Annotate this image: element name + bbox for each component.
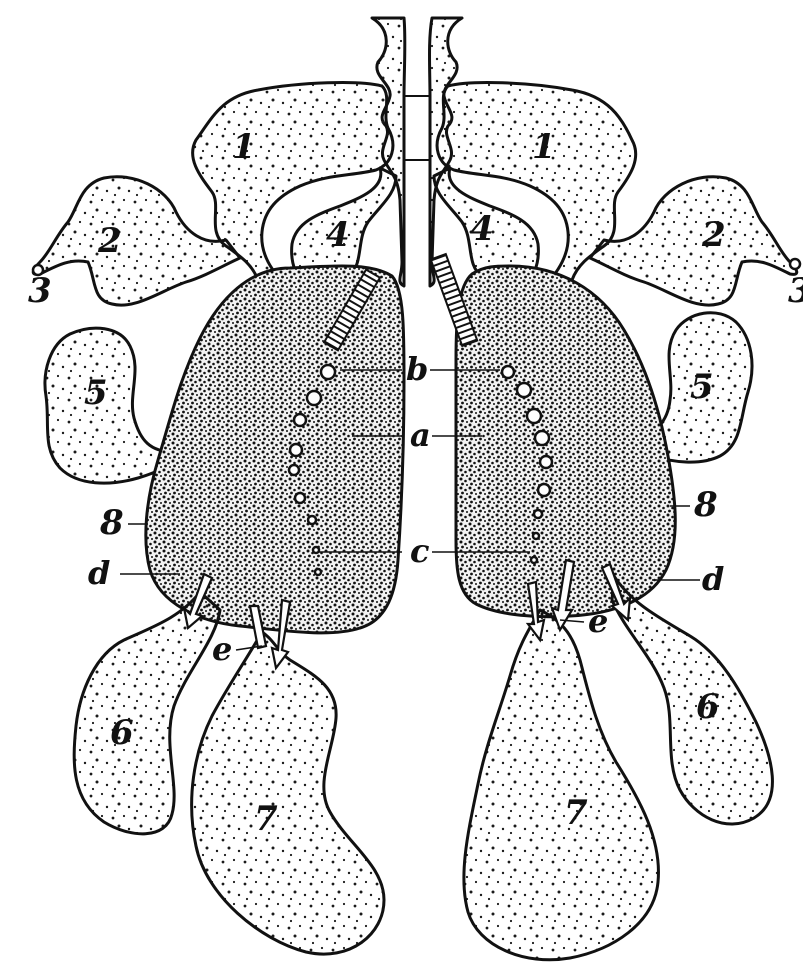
label-b: b xyxy=(406,350,428,388)
label-4-left: 4 xyxy=(326,215,350,255)
label-a: a xyxy=(410,416,431,454)
label-4-right: 4 xyxy=(470,209,494,249)
gland-7-left xyxy=(192,632,384,954)
gland-6-right xyxy=(612,576,772,824)
label-2-left: 2 xyxy=(97,221,122,261)
label-7-right: 7 xyxy=(564,793,588,833)
label-7-left: 7 xyxy=(254,799,278,839)
label-6-left: 6 xyxy=(110,713,134,753)
label-3-left: 3 xyxy=(28,271,52,311)
gland-2-right xyxy=(590,177,797,305)
label-1-right: 1 xyxy=(532,127,556,167)
main-body-left xyxy=(146,266,404,633)
label-2-right: 2 xyxy=(701,215,726,255)
label-d-left: d xyxy=(88,554,110,592)
gland-2-left xyxy=(33,177,240,305)
pore-3-right xyxy=(790,259,800,269)
label-5-left: 5 xyxy=(84,373,108,413)
label-e-right: e xyxy=(588,602,608,640)
gland-5-left xyxy=(45,328,174,483)
label-e-left: e xyxy=(212,630,232,668)
label-d-right: d xyxy=(702,560,724,598)
label-1-left: 1 xyxy=(232,127,256,167)
label-8-right: 8 xyxy=(693,485,718,525)
left-organ-group xyxy=(33,83,404,955)
gland-7-right xyxy=(464,610,659,960)
label-8-left: 8 xyxy=(99,503,124,543)
label-3-right: 3 xyxy=(788,271,803,311)
label-6-right: 6 xyxy=(696,687,720,727)
label-5-right: 5 xyxy=(690,367,714,407)
label-c: c xyxy=(410,532,429,570)
